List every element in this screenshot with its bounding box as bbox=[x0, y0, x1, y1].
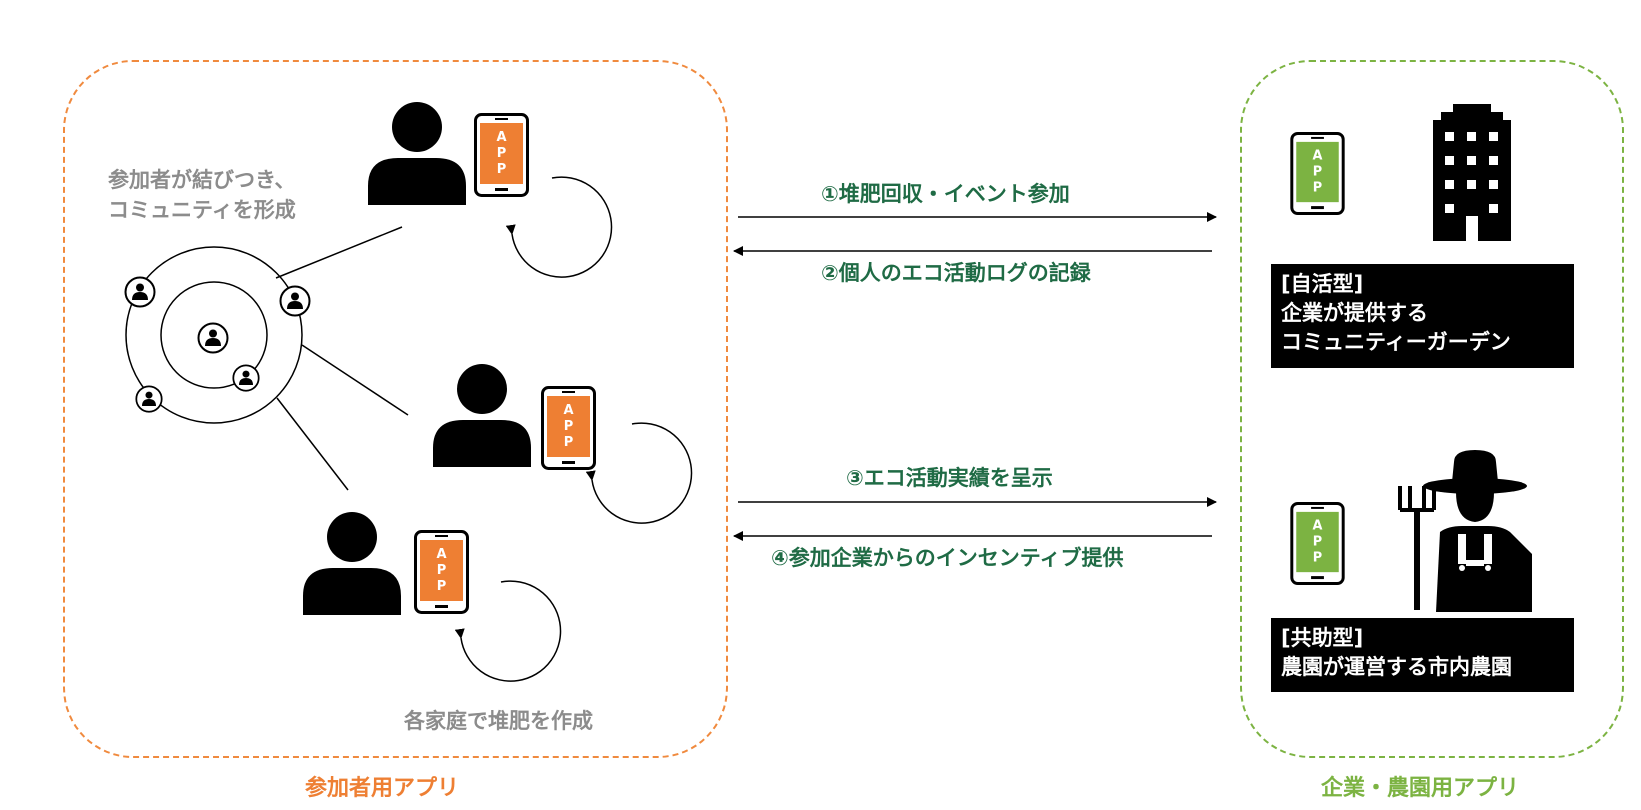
self-help-type-box: [自活型] 企業が提供する コミュニティーガーデン bbox=[1271, 264, 1574, 368]
app-letter: P bbox=[497, 162, 507, 177]
app-letter: P bbox=[564, 435, 574, 450]
community-member-icon bbox=[135, 385, 163, 413]
link-line-bottom bbox=[276, 397, 349, 491]
community-inner-ring bbox=[160, 281, 268, 389]
app-letter: P bbox=[1313, 534, 1322, 549]
compost-description: 各家庭で堆肥を作成 bbox=[404, 709, 593, 733]
cycle-arrow-middle bbox=[585, 422, 693, 524]
app-letter: P bbox=[1313, 180, 1322, 195]
self-help-type-line: 企業が提供する bbox=[1281, 301, 1428, 325]
business-farm-app-label: 企業・農園用アプリ bbox=[1321, 776, 1520, 801]
community-outer-ring bbox=[125, 246, 303, 424]
cycle-arrow-bottom bbox=[454, 580, 562, 682]
app-letter: A bbox=[1313, 149, 1323, 164]
cycle-arrow-top bbox=[505, 176, 613, 278]
office-building-icon bbox=[1433, 104, 1511, 241]
community-description-line: コミュニティを形成 bbox=[108, 198, 296, 222]
mutual-help-type-line: 農園が運営する市内農園 bbox=[1281, 655, 1512, 679]
app-phone-icon: A P P bbox=[541, 386, 596, 470]
flow-label-4: ④参加企業からのインセンティブ提供 bbox=[771, 546, 1124, 570]
app-phone-icon: A P P bbox=[414, 530, 469, 614]
participant-app-label: 参加者用アプリ bbox=[305, 776, 460, 801]
community-member-icon bbox=[279, 285, 311, 317]
link-line-top bbox=[275, 226, 403, 279]
mutual-help-type-line: [共助型] bbox=[1281, 626, 1364, 650]
app-phone-icon: A P P bbox=[1290, 132, 1345, 215]
app-letter: A bbox=[496, 130, 506, 145]
app-letter: P bbox=[1313, 550, 1322, 565]
participant-app-zone bbox=[63, 60, 728, 758]
self-help-type-line: [自活型] bbox=[1281, 272, 1364, 296]
flow-label-3: ③エコ活動実績を呈示 bbox=[846, 466, 1053, 490]
app-letter: P bbox=[497, 146, 507, 161]
flow-label-1: ①堆肥回収・イベント参加 bbox=[821, 182, 1070, 206]
participant-person-icon bbox=[303, 512, 401, 615]
community-member-icon bbox=[232, 364, 260, 392]
mutual-help-type-box: [共助型] 農園が運営する市内農園 bbox=[1271, 618, 1574, 692]
app-letter: A bbox=[1313, 519, 1323, 534]
app-letter: P bbox=[1313, 164, 1322, 179]
app-letter: A bbox=[563, 403, 573, 418]
participant-person-icon bbox=[433, 364, 531, 467]
community-member-icon bbox=[197, 322, 229, 354]
app-phone-icon: A P P bbox=[1290, 502, 1345, 585]
farmer-icon bbox=[1398, 450, 1532, 612]
self-help-type-line: コミュニティーガーデン bbox=[1281, 330, 1511, 354]
participant-person-icon bbox=[368, 102, 466, 205]
app-phone-icon: A P P bbox=[474, 113, 529, 197]
link-line-middle bbox=[301, 344, 409, 416]
business-farm-app-zone bbox=[1240, 60, 1624, 758]
app-letter: P bbox=[437, 579, 447, 594]
app-letter: P bbox=[564, 419, 574, 434]
community-member-icon bbox=[124, 276, 156, 308]
app-letter: A bbox=[436, 547, 446, 562]
app-letter: P bbox=[437, 563, 447, 578]
community-description: 参加者が結びつき、 コミュニティを形成 bbox=[108, 165, 296, 225]
community-description-line: 参加者が結びつき、 bbox=[108, 168, 296, 192]
flow-label-2: ②個人のエコ活動ログの記録 bbox=[821, 261, 1091, 285]
